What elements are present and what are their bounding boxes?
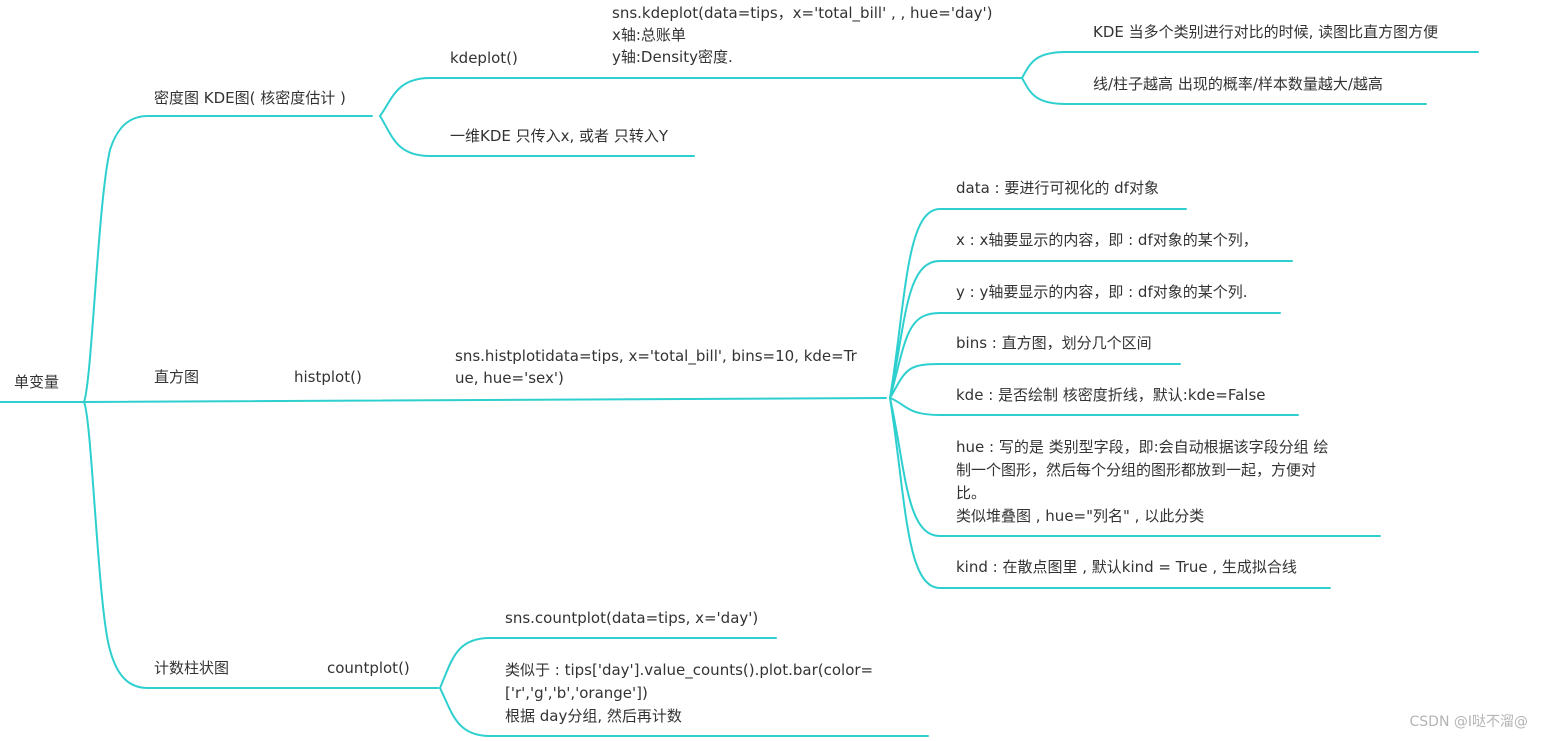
histplot-func-label: histplot() [294, 368, 362, 386]
kde-note-height: 线/柱子越高 出现的概率/样本数量越大/越高 [1093, 75, 1383, 93]
countplot-func-label: countplot() [327, 659, 410, 677]
kde-branch-label: 密度图 KDE图( 核密度估计 ) [154, 89, 346, 107]
kde-to-kdeplot [379, 77, 1023, 117]
branch-kde [83, 115, 373, 403]
countplot-similar-line-2: ['r','g','b','orange']) [505, 684, 648, 702]
kde-to-onedim [379, 115, 695, 157]
countplot-code: sns.countplot(data=tips, x='day') [505, 609, 759, 627]
param-hue-line-2: 制一个图形，然后每个分组的图形都放到一起，方便对 [956, 461, 1317, 479]
hist-to-hue [889, 397, 1381, 537]
kde-one-dim-note: 一维KDE 只传入x, 或者 只转入Y [450, 127, 668, 145]
hist-to-bins [889, 363, 1181, 399]
root-label: 单变量 [14, 373, 60, 391]
countplot-similar-line-3: 根据 day分组, 然后再计数 [505, 707, 682, 725]
param-hue-line-4: 类似堆叠图 , hue="列名" , 以此分类 [956, 507, 1205, 525]
count-branch-label: 计数柱状图 [154, 659, 230, 677]
param-hue-line-1: hue : 写的是 类别型字段，即:会自动根据该字段分组 绘 [956, 438, 1329, 456]
histplot-code-line-1: sns.histplotidata=tips, x='total_bill', … [455, 347, 857, 365]
hist-to-kind [889, 397, 1331, 589]
count-to-code [439, 637, 777, 689]
param-data: data : 要进行可视化的 df对象 [956, 179, 1159, 197]
kdeplot-code-line-3: y轴:Density密度. [612, 48, 733, 66]
count-to-similar [439, 687, 929, 737]
hist-to-x [889, 260, 1293, 399]
hist-to-data [889, 208, 1187, 399]
branch-hist [83, 397, 887, 403]
param-bins: bins : 直方图，划分几个区间 [956, 334, 1152, 352]
kde-note-compare: KDE 当多个类别进行对比的时候, 读图比直方图方便 [1093, 23, 1439, 41]
csdn-watermark: CSDN @I哒不溜@ [1409, 714, 1529, 730]
param-hue-line-3: 比。 [956, 484, 987, 502]
param-kde: kde : 是否绘制 核密度折线，默认:kde=False [956, 386, 1266, 404]
param-y: y : y轴要显示的内容，即 : df对象的某个列. [956, 283, 1248, 301]
kdeplot-code-line-2: x轴:总账单 [612, 26, 686, 44]
countplot-similar-line-1: 类似于 : tips['day'].value_counts().plot.ba… [505, 661, 874, 679]
hist-branch-label: 直方图 [154, 368, 200, 386]
kdeplot-to-note2 [1021, 77, 1427, 105]
param-x: x : x轴要显示的内容，即 : df对象的某个列， [956, 231, 1258, 249]
branch-count [83, 401, 439, 689]
kdeplot-func-label: kdeplot() [450, 49, 518, 67]
hist-to-y [889, 312, 1281, 399]
param-kind: kind : 在散点图里 , 默认kind = True , 生成拟合线 [956, 558, 1297, 576]
kdeplot-to-note1 [1021, 51, 1479, 79]
hist-to-kde [889, 397, 1299, 416]
kdeplot-code-line-1: sns.kdeplot(data=tips，x='total_bill' , ,… [612, 4, 993, 22]
histplot-code-line-2: ue, hue='sex') [455, 369, 564, 387]
